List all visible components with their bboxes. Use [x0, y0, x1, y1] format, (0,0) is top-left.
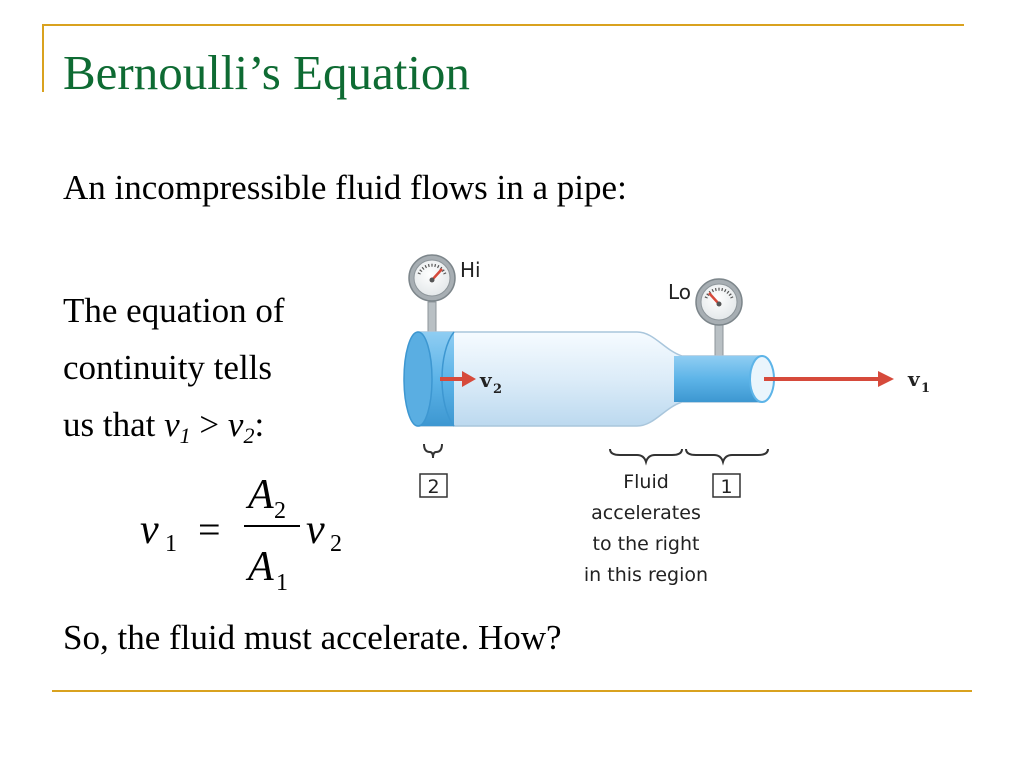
- hi-gauge-label: Hi: [460, 258, 481, 282]
- eq-den-sub: 1: [276, 570, 288, 596]
- eq-num-var: A: [245, 472, 274, 518]
- paragraph-prefix: us that: [63, 405, 165, 444]
- region-1-box: [712, 473, 741, 498]
- region-1-number: 1: [720, 476, 732, 498]
- eq-fraction-bar: [244, 525, 300, 527]
- v1-arrow-head: [878, 371, 894, 387]
- eq-equals: =: [198, 507, 221, 552]
- caption-line-2: accelerates: [591, 502, 701, 524]
- paragraph-line-3: us that v1 > v2:: [63, 396, 285, 464]
- lo-gauge-stem: [714, 323, 724, 361]
- pipe-diagram: v 2 v 1 Hi Lo 2: [403, 254, 930, 586]
- v2-arrow-head: [462, 371, 476, 387]
- eq-lhs-var: v: [140, 507, 159, 553]
- eq-rhs-var: v: [306, 507, 325, 553]
- intro-text: An incompressible fluid flows in a pipe:: [63, 168, 627, 207]
- v1-label: v: [907, 367, 921, 391]
- v1-symbol: v: [164, 405, 180, 444]
- eq-den-var: A: [245, 544, 274, 590]
- v2-subscript: 2: [243, 423, 255, 448]
- wide-pipe-opening: [403, 331, 433, 427]
- narrow-section: [674, 356, 762, 402]
- eq-lhs-sub: 1: [165, 531, 177, 557]
- eq-num-sub: 2: [274, 498, 286, 524]
- region-2-number: 2: [427, 476, 439, 498]
- paragraph-line-1: The equation of: [63, 291, 285, 330]
- top-rule: [42, 24, 964, 26]
- caption-line-4: in this region: [584, 564, 708, 586]
- v1-subscript: 1: [179, 423, 191, 448]
- v1-label-sub: 1: [921, 381, 930, 396]
- continuity-equation: v 1 = A 2 A 1 v 2: [140, 472, 342, 596]
- lo-gauge-icon: [695, 278, 743, 326]
- v2-label: v: [479, 368, 493, 392]
- conclusion-text: So, the fluid must accelerate. How?: [63, 618, 562, 657]
- greater-than-sign: >: [190, 405, 228, 444]
- left-rule: [42, 24, 44, 92]
- paragraph-line-2: continuity tells: [63, 348, 273, 387]
- caption-line-1: Fluid: [623, 471, 669, 493]
- slide-title: Bernoulli’s Equation: [63, 45, 470, 100]
- colon: :: [254, 405, 265, 444]
- bottom-rule: [52, 690, 972, 692]
- region-1-brace: [685, 448, 769, 466]
- acceleration-brace: [609, 448, 683, 466]
- v2-symbol: v: [227, 405, 244, 444]
- caption-line-3: to the right: [593, 533, 700, 555]
- region-2-box: [419, 473, 448, 498]
- eq-rhs-sub: 2: [330, 531, 342, 557]
- v2-label-sub: 2: [493, 382, 502, 397]
- continuity-paragraph: The equation of continuity tells us that…: [63, 282, 285, 464]
- lo-gauge-label: Lo: [668, 280, 691, 304]
- hi-gauge-icon: [408, 254, 456, 302]
- region-2-brace: [423, 443, 443, 459]
